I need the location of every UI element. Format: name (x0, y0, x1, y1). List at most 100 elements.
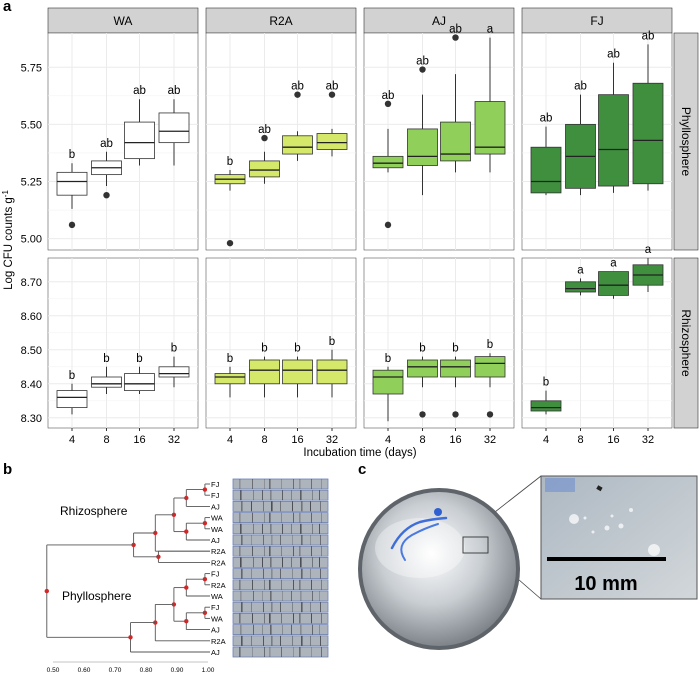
significance-label: b (487, 339, 493, 351)
gel-band (263, 602, 264, 613)
gel-band (262, 523, 263, 534)
gel-band (293, 512, 294, 523)
facet-strip (521, 7, 673, 34)
gel-band (320, 602, 321, 613)
gel-band (293, 613, 294, 624)
cluster-label: Rhizosphere (60, 504, 128, 518)
significance-label: a (610, 258, 617, 270)
significance-label: ab (574, 81, 587, 93)
dendrogram-tick-label: 0.60 (78, 667, 91, 674)
gel-band (240, 624, 242, 635)
box (316, 133, 348, 150)
gel-lane (232, 590, 329, 602)
gel-lane (232, 512, 329, 523)
gel-band (252, 546, 253, 557)
x-tick-label: 32 (484, 434, 496, 446)
gel-band (320, 568, 321, 579)
gel-band (270, 624, 272, 635)
gel-band (281, 546, 282, 557)
gel-band (264, 613, 265, 624)
gel-band (264, 647, 265, 657)
panel-label-a: a (3, 0, 12, 15)
leaf-label: WA (211, 592, 223, 601)
facet-background (363, 257, 515, 429)
significance-label: b (171, 343, 177, 355)
gel-band (311, 546, 312, 557)
gel-lane (232, 613, 329, 624)
gel-band (299, 546, 301, 557)
colony (610, 514, 614, 518)
gel-band (239, 647, 241, 657)
gel-band (319, 591, 320, 601)
gel-band (282, 557, 283, 568)
gel-band (311, 613, 312, 624)
box (372, 369, 404, 395)
gel-band (301, 568, 303, 579)
gel-band (269, 647, 271, 657)
outlier-point (226, 239, 234, 247)
leaf-label: R2A (211, 547, 226, 556)
colony (591, 530, 595, 534)
significance-label: ab (100, 138, 113, 150)
gel-band (312, 624, 313, 635)
panel-label-c: c (358, 461, 367, 478)
x-tick-label: 8 (577, 434, 583, 446)
gel-band (269, 613, 271, 624)
leaf-label: FJ (211, 603, 220, 612)
colony (648, 544, 660, 556)
gel-band (270, 490, 272, 501)
gel-band (264, 546, 265, 557)
leaf-label: WA (211, 525, 223, 534)
plate-glare (375, 518, 465, 578)
significance-label: b (452, 343, 458, 355)
gel-band (312, 490, 313, 501)
cluster-label: Phyllosphere (62, 589, 132, 603)
colony (618, 523, 624, 529)
gel-band (251, 535, 252, 545)
x-tick-label: 8 (261, 434, 267, 446)
gel-band (292, 568, 293, 579)
box (56, 171, 88, 196)
gel-band (241, 568, 243, 579)
gel-band (319, 624, 320, 635)
gel-band (280, 535, 281, 545)
leaf-label: FJ (211, 491, 220, 500)
gel-band (310, 501, 311, 512)
x-tick-label: 8 (103, 434, 109, 446)
facet-strip (205, 7, 357, 34)
y-tick-label: 8.60 (21, 311, 42, 323)
outlier-point (452, 411, 459, 418)
y-tick-label: 8.30 (21, 413, 42, 425)
x-tick-label: 4 (543, 434, 549, 446)
gel-band (252, 512, 253, 523)
box (530, 400, 562, 412)
outlier-point (328, 91, 336, 98)
gel-band (241, 535, 243, 545)
dendrogram-tick-label: 0.70 (109, 667, 122, 674)
row-strip (673, 32, 699, 251)
gel-band (253, 591, 254, 601)
box (214, 373, 246, 385)
gel-band (253, 557, 254, 568)
inset-marker-patch (545, 478, 575, 492)
panel-label-b: b (3, 461, 13, 478)
scale-bar-label: 10 mm (574, 573, 637, 595)
gel-band (271, 635, 273, 646)
box (440, 359, 471, 378)
gel-band (239, 613, 241, 624)
gel-band (282, 490, 283, 501)
gel-band (241, 602, 243, 613)
gel-band (321, 613, 322, 624)
box (316, 359, 348, 385)
colony (604, 525, 610, 531)
petri-dish (362, 492, 516, 646)
leaf-label: AJ (211, 502, 220, 511)
gel-band (301, 602, 303, 613)
gel-lane (232, 478, 329, 490)
gel-lane (232, 545, 329, 557)
outlier-point (419, 66, 426, 73)
gel-band (239, 479, 241, 489)
gel-band (319, 557, 320, 568)
facet-strip (47, 7, 199, 34)
box (598, 271, 629, 296)
